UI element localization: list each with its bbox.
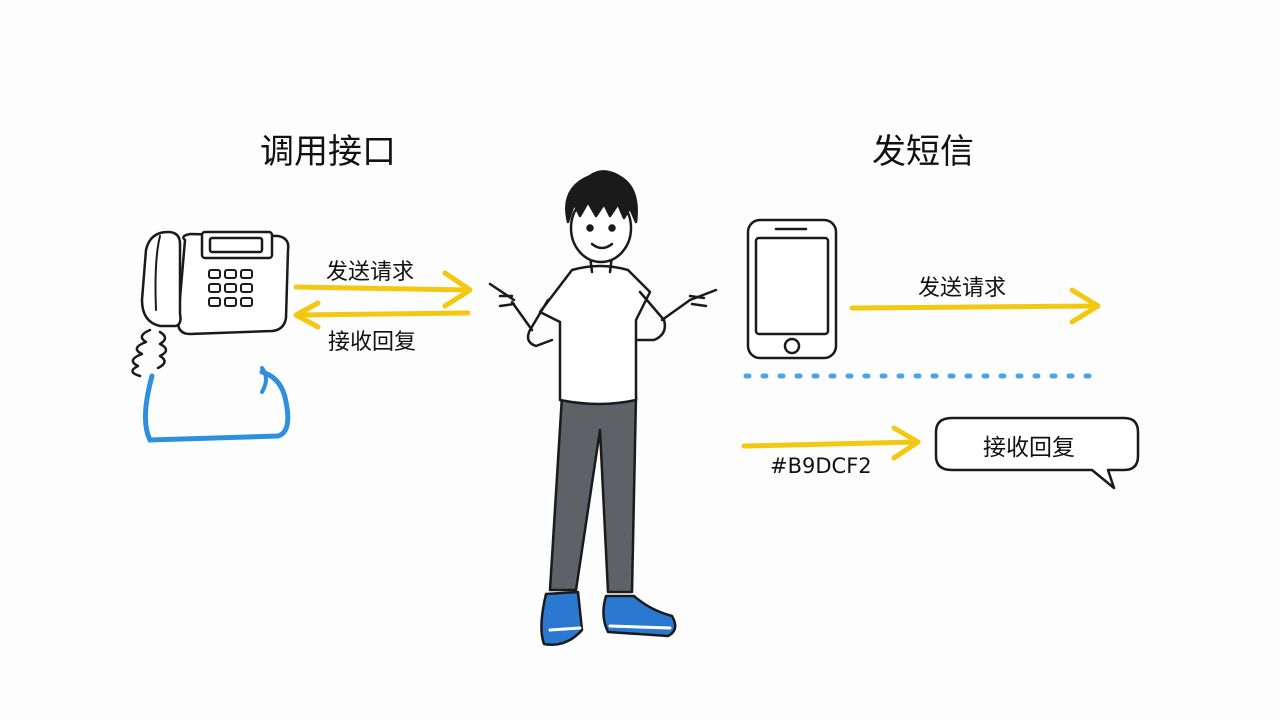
title-send-sms: 发短信 — [872, 132, 974, 172]
label-color-code: #B9DCF2 — [770, 454, 872, 478]
person-illustration — [488, 170, 718, 646]
phone-cord — [142, 369, 291, 443]
speech-bubble-icon — [934, 416, 1140, 490]
arrow-left-receive — [293, 300, 471, 330]
arrow-right-receive — [741, 425, 921, 461]
label-send-request-left: 发送请求 — [326, 260, 415, 285]
arrow-left-send — [293, 270, 473, 309]
desk-phone-icon — [131, 230, 290, 378]
arrow-right-send — [849, 287, 1101, 325]
label-receive-reply-left: 接收回复 — [328, 330, 417, 355]
smartphone-icon — [746, 218, 838, 360]
label-send-request-right: 发送请求 — [918, 276, 1007, 301]
label-receive-reply-bubble: 接收回复 — [983, 435, 1075, 461]
title-call-api: 调用接口 — [260, 132, 396, 172]
